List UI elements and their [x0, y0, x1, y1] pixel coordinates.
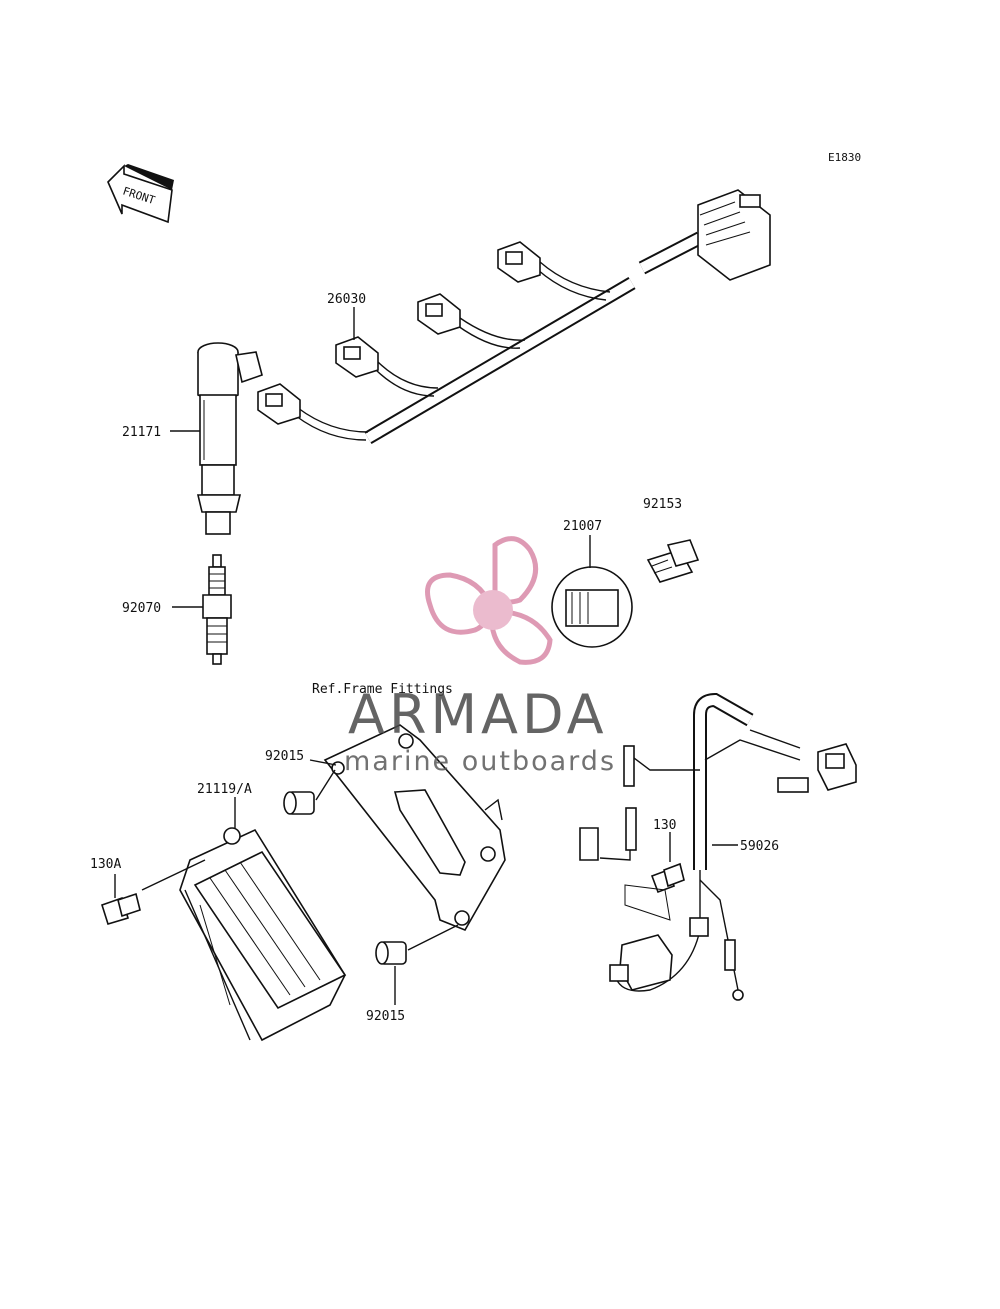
connector-3 — [417, 293, 461, 335]
connector-1 — [257, 383, 301, 425]
igniter-unit — [179, 827, 347, 1042]
part-number-21007: 21007 — [563, 519, 602, 534]
brand-name: ARMADA — [348, 683, 608, 746]
bolt-92153 — [646, 539, 700, 583]
part-number-92070: 92070 — [122, 601, 161, 616]
bolt-130a — [101, 892, 141, 925]
connector-2 — [335, 336, 379, 378]
front-arrow-icon: FRONT — [107, 164, 174, 224]
main-coupler — [697, 189, 771, 281]
wiring-harness — [257, 189, 771, 445]
ref-note: Ref.Frame Fittings — [312, 682, 453, 697]
diagram-code: E1830 — [828, 151, 861, 164]
part-number-130: 130 — [653, 818, 676, 833]
brand-tagline: marine outboards — [344, 746, 616, 777]
timing-rotor — [551, 566, 633, 648]
part-number-130a: 130A — [90, 857, 121, 872]
pickup-coil-harness — [579, 692, 857, 1001]
spark-plug — [202, 554, 232, 665]
collar-lower — [375, 941, 407, 965]
pickup-coil — [609, 934, 673, 991]
part-number-26030: 26030 — [327, 292, 366, 307]
part-number-92153: 92153 — [643, 497, 682, 512]
armada-logo: ARMADA marine outboards — [344, 536, 616, 777]
mounting-bracket — [323, 724, 506, 932]
collar-upper — [283, 791, 315, 815]
part-number-21119a: 21119/A — [197, 782, 252, 797]
part-number-92015-lower: 92015 — [366, 1009, 405, 1024]
part-number-92015-upper: 92015 — [265, 749, 304, 764]
bolt-130 — [650, 862, 685, 894]
ignition-coil — [196, 342, 263, 535]
part-number-21171: 21171 — [122, 425, 161, 440]
connector-4 — [497, 241, 541, 283]
part-number-59026: 59026 — [740, 839, 779, 854]
sensor-connector-main — [817, 743, 857, 791]
